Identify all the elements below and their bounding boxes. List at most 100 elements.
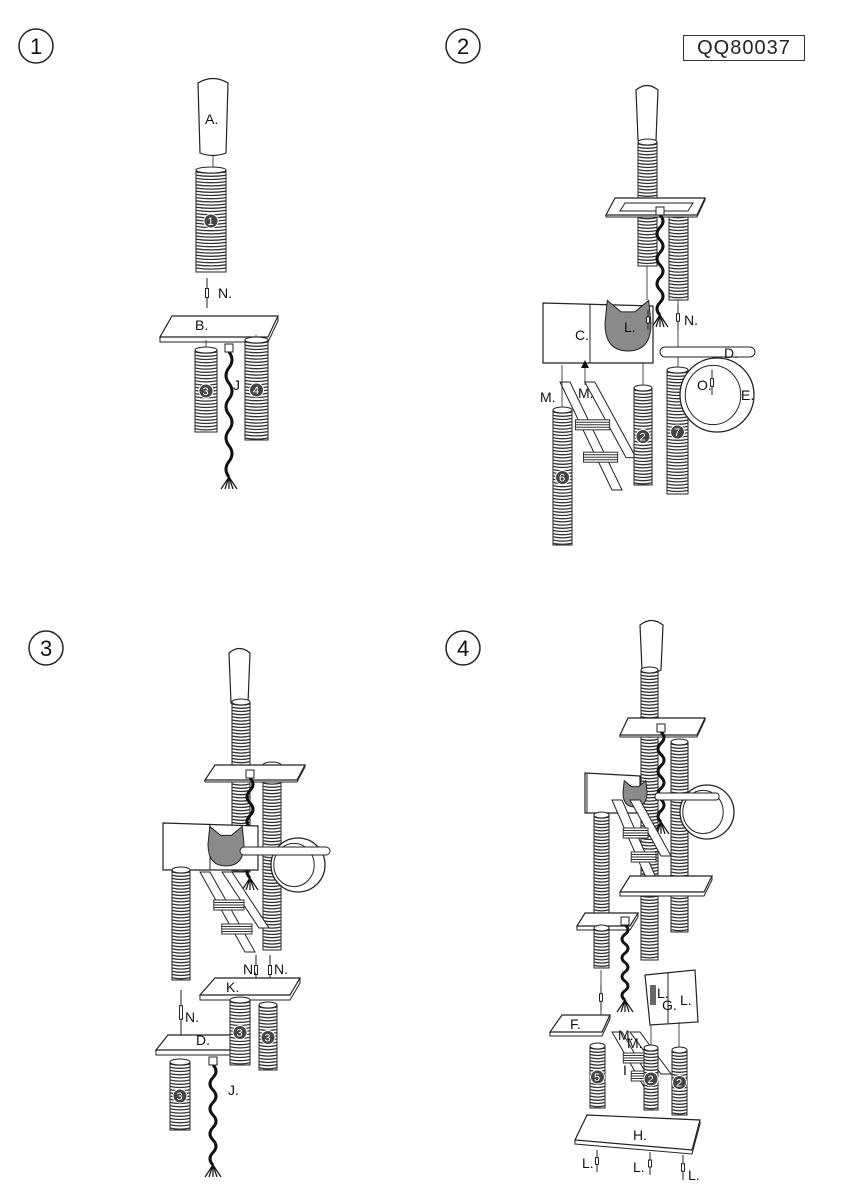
- coil-line: [262, 929, 282, 932]
- post-top: [244, 336, 269, 344]
- coil-line: [633, 469, 653, 472]
- coil-line: [633, 450, 653, 453]
- coil-line: [633, 395, 653, 399]
- coil-line: [640, 677, 659, 681]
- coil-line: [195, 241, 227, 245]
- coil-line: [171, 912, 191, 916]
- cat-condo-box: [542, 299, 654, 364]
- part-label: H.: [633, 1127, 647, 1143]
- coil-line: [633, 411, 653, 415]
- coil-line: [231, 716, 251, 719]
- platform: [548, 1014, 611, 1037]
- coil-line: [262, 884, 282, 888]
- dangling-toy-cord: [204, 1056, 222, 1178]
- coil-line: [194, 424, 218, 428]
- coil-line: [640, 751, 659, 754]
- coil-line: [637, 258, 658, 261]
- coil-line: [244, 370, 269, 373]
- coil-line: [195, 187, 227, 190]
- post-number: 2: [640, 432, 646, 444]
- cord: [620, 923, 630, 1002]
- coil-line: [244, 357, 269, 360]
- coil-line: [169, 1117, 191, 1121]
- coil-line: [668, 222, 689, 225]
- coil-line: [244, 430, 269, 434]
- post-number-badge: [172, 1088, 188, 1104]
- part-label: L.: [633, 1159, 645, 1175]
- coil-line: [668, 279, 689, 283]
- coil-line: [671, 1054, 688, 1057]
- coil-line: [244, 402, 269, 405]
- coil-line: [231, 732, 251, 735]
- post-number-badge: [643, 1071, 659, 1087]
- post-number-badge: [590, 1069, 605, 1085]
- coil-line: [670, 829, 689, 833]
- platform-top: [548, 1014, 611, 1033]
- coil-line: [637, 181, 658, 185]
- coil-line: [643, 1068, 659, 1071]
- coil-line: [262, 913, 282, 916]
- coil-line: [668, 292, 689, 296]
- coil-line: [670, 778, 689, 781]
- platform-top: [158, 315, 279, 338]
- part-label: C.: [575, 327, 589, 343]
- tassel: [204, 1164, 214, 1178]
- coil-line: [643, 1100, 659, 1103]
- coil-line: [262, 897, 282, 900]
- screw-body: [648, 1159, 652, 1168]
- step-number-3: 3: [28, 630, 64, 666]
- coil-line: [258, 1063, 278, 1067]
- coil-line: [262, 814, 282, 817]
- coil-line: [231, 722, 251, 725]
- coil-line: [229, 1014, 251, 1017]
- ring-inner: [682, 789, 724, 835]
- coil-line: [593, 832, 610, 835]
- coil-line: [262, 900, 282, 904]
- arrow-up-icon: [581, 360, 589, 368]
- post-number-badge: [232, 1025, 248, 1040]
- coil-line: [633, 462, 653, 466]
- post-top: [637, 138, 658, 146]
- step-number-2: 2: [445, 28, 481, 64]
- coil-line: [668, 235, 689, 238]
- cube-outline: [644, 969, 699, 1026]
- coil-line: [194, 408, 218, 412]
- coil-line: [171, 890, 191, 893]
- platform: [154, 1034, 246, 1056]
- cap-outline: [197, 77, 229, 157]
- coil-line: [589, 1098, 606, 1101]
- coil-line: [670, 848, 689, 852]
- post-number: 1: [208, 216, 214, 228]
- coil-line: [171, 960, 191, 964]
- coil-line: [552, 488, 573, 491]
- coil-line: [244, 376, 269, 379]
- coil-line: [633, 418, 653, 421]
- coil-line: [589, 1092, 606, 1095]
- coil-line: [637, 194, 658, 197]
- coil-line: [194, 370, 218, 373]
- coil-line: [593, 870, 610, 874]
- part-label: G.: [662, 997, 677, 1013]
- coil-line: [258, 1051, 278, 1054]
- coil-line: [171, 941, 191, 945]
- screw-body: [268, 965, 272, 975]
- coil-line: [593, 958, 610, 961]
- coil-line: [637, 175, 658, 178]
- cube-g: [644, 969, 699, 1026]
- post-number-badge: [672, 1075, 687, 1090]
- coil-line: [262, 945, 282, 948]
- coil-line: [668, 273, 689, 276]
- cord-clip: [655, 206, 665, 216]
- coil-line: [262, 939, 282, 942]
- coil-line: [640, 706, 659, 709]
- coil-line: [640, 914, 659, 917]
- coil-line: [229, 1052, 251, 1055]
- coil-line: [552, 440, 573, 443]
- coil-line: [169, 1114, 191, 1117]
- ramp-rail: [199, 871, 256, 953]
- coil-line: [670, 868, 689, 871]
- coil-line: [195, 209, 227, 213]
- coil-line: [171, 957, 191, 961]
- step-circle: [445, 630, 481, 666]
- coil-line: [593, 951, 610, 955]
